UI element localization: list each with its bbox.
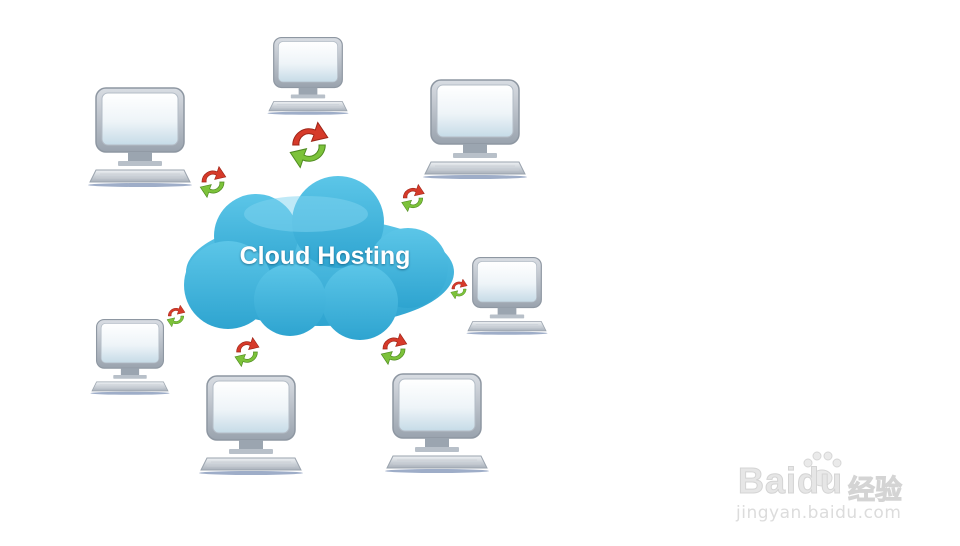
watermark-url: jingyan.baidu.com [736,503,902,523]
sync-arrows-icon-top-right [401,184,425,212]
computer-bottom-left [198,375,304,476]
sync-arrows-icon-top-left [199,166,227,198]
sync-arrows-icon-bottom-right [380,333,408,365]
computer-top-left [87,87,193,188]
baidu-paw-icon [803,451,842,487]
computer-left [89,318,171,396]
sync-arrows-icon-top [289,121,329,169]
sync-arrows-icon-bottom-left [234,337,260,367]
computer-right [465,256,549,336]
cloud-icon [184,176,454,340]
computer-top-right [422,79,528,180]
sync-arrows-icon-right [450,278,468,300]
watermark-brand: Baidu [737,460,844,502]
computer-bottom-right [384,373,490,474]
watermark-brand-cn: 经验 [848,475,903,507]
computer-top [266,36,350,116]
cloud-hosting-label: Cloud Hosting [239,242,411,270]
sync-arrows-icon-left [166,304,186,328]
